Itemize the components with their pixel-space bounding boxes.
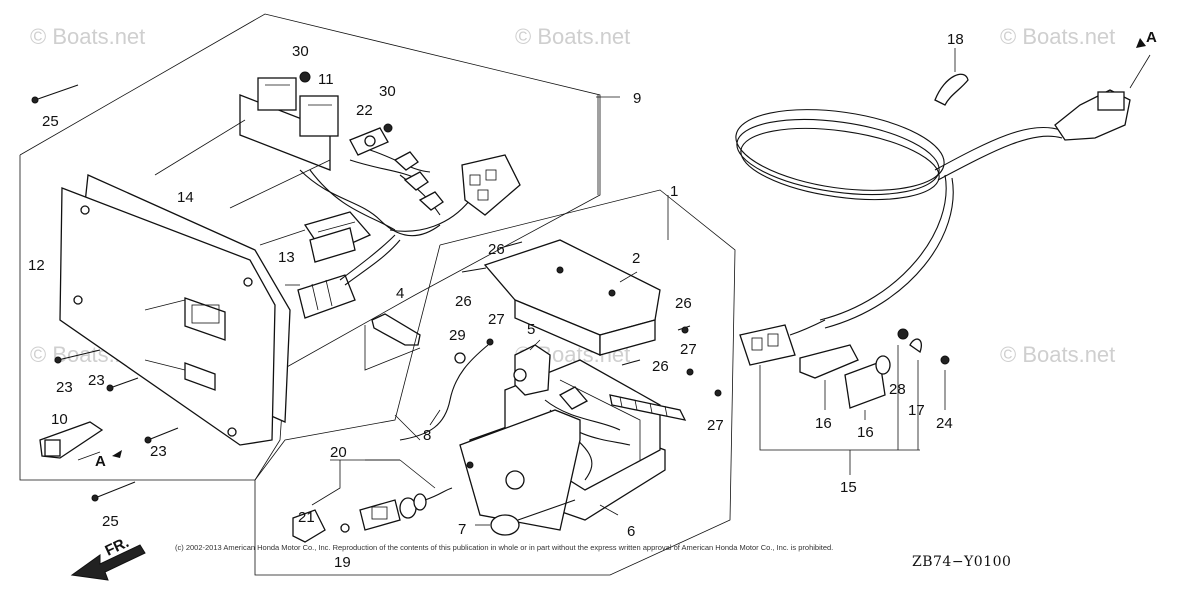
watermark: © Boats.net <box>30 24 145 49</box>
part-number-label: 26 <box>455 293 472 310</box>
screw <box>461 241 722 397</box>
part-number-label: 2 <box>632 250 640 267</box>
part-number-label: 22 <box>356 102 373 119</box>
control-box-assembly <box>254 189 736 576</box>
part-number-label: 11 <box>318 71 334 88</box>
part-number-label: 16 <box>857 424 874 441</box>
part-number-label: 26 <box>675 295 692 312</box>
screw <box>31 84 179 502</box>
part-number-callouts: 1 2 4 5 6 7 8 9 10 11 12 13 14 15 16 16 … <box>28 31 964 571</box>
part-number-label: 17 <box>908 402 925 419</box>
connection-marker: A A <box>95 29 1157 470</box>
part-number-label: 21 <box>298 509 315 526</box>
part-number-label: 16 <box>815 415 832 432</box>
receptacle-assembly <box>292 459 453 543</box>
watermark: © Boats.net <box>1000 24 1115 49</box>
part-number-label: 27 <box>488 311 505 328</box>
part-number-label: 27 <box>707 417 724 434</box>
part-number-label: 15 <box>840 479 857 496</box>
part-number-label: 28 <box>889 381 906 398</box>
part-number-label: 13 <box>278 249 295 266</box>
control-panel-assembly <box>19 13 620 502</box>
part-number-label: 23 <box>150 443 167 460</box>
watermark: © Boats.net <box>1000 342 1115 367</box>
part-number-label: 23 <box>88 372 105 389</box>
part-number-label: 25 <box>42 113 59 130</box>
front-direction-arrow: FR. <box>70 534 146 581</box>
part-number-label: 20 <box>330 444 347 461</box>
watermark: © Boats.net <box>515 24 630 49</box>
part-number-label: 30 <box>292 43 309 60</box>
circuit-breaker <box>239 77 339 171</box>
part-number-label: 1 <box>670 183 678 200</box>
part-number-label: 9 <box>633 90 641 107</box>
diagram-code: ZB74−Y0100 <box>912 554 1011 570</box>
part-number-label: 14 <box>177 189 194 206</box>
connection-label-a: A <box>95 453 106 470</box>
part-number-label: 18 <box>947 31 964 48</box>
cable-clamp <box>39 421 104 459</box>
part-number-label: 8 <box>423 427 431 444</box>
part-number-label: 26 <box>488 241 505 258</box>
cable-assembly <box>735 48 1151 475</box>
part-number-label: 29 <box>449 327 466 344</box>
part-number-label: 7 <box>458 521 466 538</box>
connection-label-a: A <box>1146 29 1157 46</box>
part-number-label: 12 <box>28 257 45 274</box>
part-number-label: 25 <box>102 513 119 530</box>
part-number-label: 5 <box>527 321 535 338</box>
part-number-label: 30 <box>379 83 396 100</box>
switch <box>303 211 372 263</box>
part-number-label: 10 <box>51 411 68 428</box>
part-number-label: 6 <box>627 523 635 540</box>
part-number-label: 4 <box>396 285 404 302</box>
part-number-label: 27 <box>680 341 697 358</box>
part-number-label: 19 <box>334 554 351 571</box>
part-number-label: 24 <box>936 415 953 432</box>
copyright-notice: (c) 2002-2013 American Honda Motor Co., … <box>175 543 833 552</box>
part-number-label: 26 <box>652 358 669 375</box>
part-number-label: 23 <box>56 379 73 396</box>
